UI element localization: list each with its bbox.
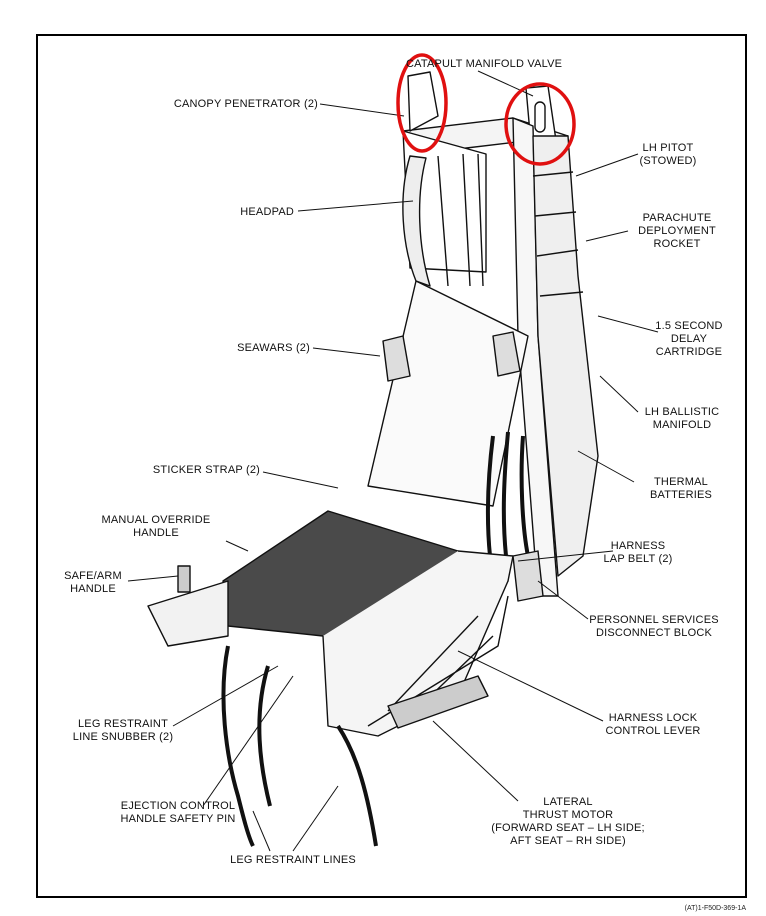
label-leg-restraint-lines: LEG RESTRAINT LINES — [230, 854, 356, 866]
label-canopy-penetrator: CANOPY PENETRATOR (2) — [173, 98, 318, 110]
safe-arm-handle-shape — [177, 565, 191, 593]
label-headpad: HEADPAD — [240, 206, 294, 218]
label-ejection-control-handle-safety-pin: EJECTION CONTROL HANDLE SAFETY PIN — [120, 800, 236, 825]
label-manual-override-handle: MANUAL OVERRIDE HANDLE — [101, 514, 211, 539]
seawars-left — [382, 335, 411, 382]
label-thermal-batteries: THERMAL BATTERIES — [649, 476, 713, 501]
leader-lines — [127, 70, 659, 852]
label-seawars: SEAWARS (2) — [237, 342, 310, 354]
label-safe-arm-handle: SAFE/ARM HANDLE — [64, 570, 122, 595]
seawars-right — [492, 331, 521, 377]
canopy-penetrator-left — [407, 71, 439, 132]
seat-back — [367, 280, 529, 507]
parachute-container — [532, 135, 599, 577]
lateral-thrust-motor-shape — [387, 675, 489, 729]
ejection-seat-drawing — [127, 53, 659, 852]
label-lateral-thrust-motor: LATERAL THRUST MOTOR (FORWARD SEAT – LH … — [491, 796, 645, 847]
harness-hoses — [485, 431, 530, 557]
label-lh-ballistic-manifold: LH BALLISTIC MANIFOLD — [644, 406, 720, 431]
personnel-services-block — [512, 550, 544, 602]
left-side-panel — [147, 580, 229, 647]
leg-restraint-line-right — [336, 724, 378, 847]
label-sticker-strap: STICKER STRAP (2) — [152, 464, 260, 476]
highlight-circle-left — [396, 53, 448, 153]
label-leg-restraint-line-snubber: LEG RESTRAINT LINE SNUBBER (2) — [72, 718, 174, 743]
leg-restraint-line-left — [221, 645, 255, 847]
label-catapult-manifold-valve: CATAPULT MANIFOLD VALVE — [406, 58, 563, 70]
headpad-straps — [437, 153, 484, 287]
label-personnel-services-disconnect-block: PERSONNEL SERVICES DISCONNECT BLOCK — [589, 614, 719, 639]
label-harness-lock-control-lever: HARNESS LOCK CONTROL LEVER — [605, 712, 701, 737]
label-parachute-deployment-rocket: PARACHUTE DEPLOYMENT ROCKET — [638, 212, 716, 250]
diagram-frame: CATAPULT MANIFOLD VALVE CANOPY PENETRATO… — [36, 34, 747, 898]
headpad — [402, 155, 431, 287]
highlight-circle-right — [504, 82, 576, 166]
label-lh-pitot: LH PITOT (STOWED) — [639, 142, 697, 167]
label-harness-lap-belt: HARNESS LAP BELT (2) — [603, 540, 673, 565]
figure-id: (AT)1-F50D-369-1A — [684, 905, 746, 912]
leg-restraint-line-mid — [257, 665, 272, 807]
label-delay-cartridge: 1.5 SECOND DELAY CARTRIDGE — [655, 320, 723, 358]
